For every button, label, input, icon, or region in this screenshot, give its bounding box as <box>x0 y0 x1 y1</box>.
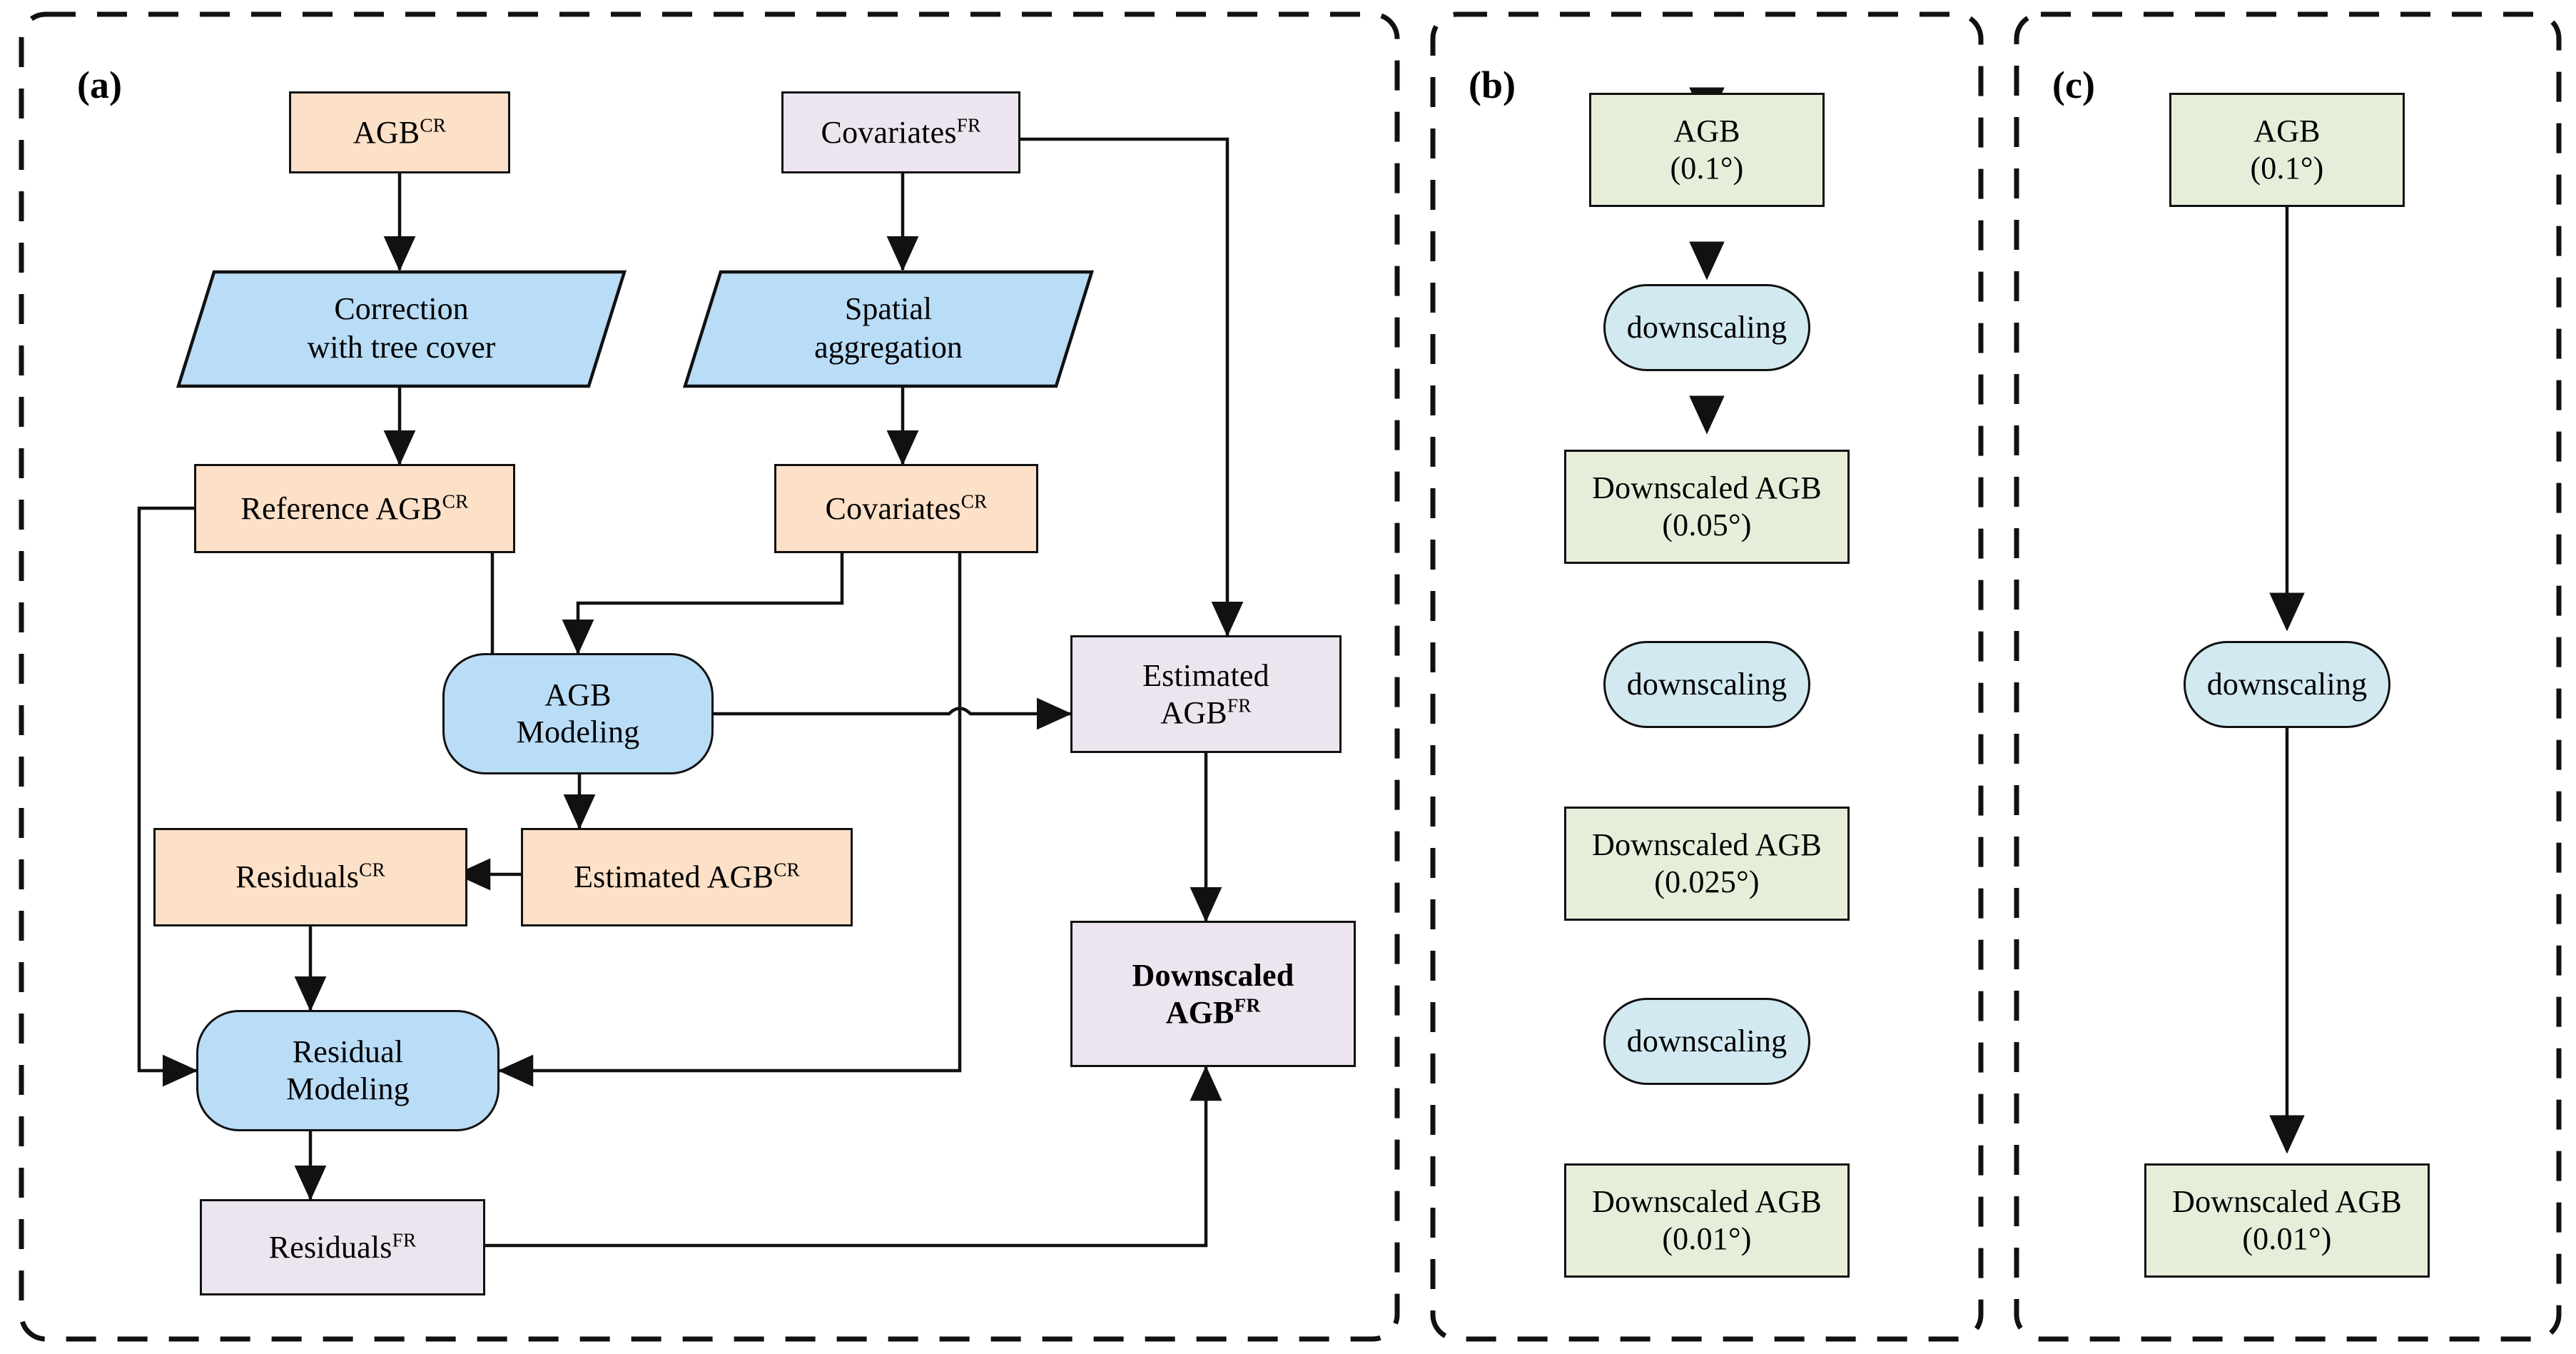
node-b-downscaling-2-label: downscaling <box>1626 667 1788 702</box>
node-b-downscaled-005-line2: (0.05°) <box>1662 507 1752 542</box>
node-residuals-fr[interactable]: ResidualsFR <box>200 1199 485 1295</box>
node-b-agb[interactable]: AGB (0.1°) <box>1589 93 1825 207</box>
node-reference-agb-cr-text: Reference AGB <box>240 490 442 526</box>
node-agb-cr-sup: CR <box>420 113 447 136</box>
node-b-downscaling-3-label: downscaling <box>1626 1024 1788 1059</box>
panel-a-label: (a) <box>77 64 122 106</box>
node-b-downscaled-0025-line2: (0.025°) <box>1654 864 1760 899</box>
node-b-downscaled-005[interactable]: Downscaled AGB (0.05°) <box>1564 450 1850 564</box>
node-b-downscaling-2[interactable]: downscaling <box>1603 641 1810 728</box>
node-c-agb[interactable]: AGB (0.1°) <box>2169 93 2405 207</box>
node-covariates-cr[interactable]: CovariatesCR <box>774 464 1038 553</box>
node-residuals-cr-text: Residuals <box>235 859 360 895</box>
node-estimated-agb-cr[interactable]: Estimated AGBCR <box>521 828 853 926</box>
node-estimated-agb-cr-sup: CR <box>774 859 800 881</box>
node-covariates-fr-sup: FR <box>956 113 981 136</box>
node-b-agb-line1: AGB <box>1673 113 1740 149</box>
node-reference-agb-cr[interactable]: Reference AGBCR <box>194 464 515 553</box>
node-covariates-cr-text: Covariates <box>825 490 961 526</box>
node-c-agb-line2: (0.1°) <box>2250 151 2324 186</box>
node-b-downscaled-0025[interactable]: Downscaled AGB (0.025°) <box>1564 807 1850 921</box>
node-b-downscaled-001-line2: (0.01°) <box>1662 1221 1752 1256</box>
panel-c-label: (c) <box>2052 64 2095 106</box>
node-b-agb-line2: (0.1°) <box>1670 151 1744 186</box>
node-c-agb-line1: AGB <box>2253 113 2321 149</box>
node-b-downscaled-001[interactable]: Downscaled AGB (0.01°) <box>1564 1163 1850 1278</box>
node-c-downscaling-label: downscaling <box>2206 667 2368 702</box>
node-b-downscaled-005-line1: Downscaled AGB <box>1592 470 1822 506</box>
node-estimated-agb-cr-text: Estimated AGB <box>574 859 774 895</box>
node-agb-cr[interactable]: AGBCR <box>289 91 510 173</box>
node-c-downscaled-001[interactable]: Downscaled AGB (0.01°) <box>2144 1163 2430 1278</box>
node-c-downscaled-001-line1: Downscaled AGB <box>2172 1184 2402 1220</box>
node-c-downscaling[interactable]: downscaling <box>2184 641 2390 728</box>
node-b-downscaled-001-line1: Downscaled AGB <box>1592 1184 1822 1220</box>
node-agb-cr-text: AGB <box>353 114 420 150</box>
node-covariates-fr-text: Covariates <box>821 114 957 150</box>
node-residuals-cr-sup: CR <box>359 859 385 881</box>
node-b-downscaled-0025-line1: Downscaled AGB <box>1592 827 1822 863</box>
node-b-downscaling-1[interactable]: downscaling <box>1603 284 1810 371</box>
node-covariates-cr-sup: CR <box>960 490 988 512</box>
panel-b-label: (b) <box>1469 64 1516 106</box>
node-b-downscaling-3[interactable]: downscaling <box>1603 998 1810 1085</box>
node-residuals-fr-text: Residuals <box>268 1229 392 1265</box>
node-residuals-cr[interactable]: ResidualsCR <box>153 828 467 926</box>
node-c-downscaled-001-line2: (0.01°) <box>2242 1221 2332 1256</box>
node-b-downscaling-1-label: downscaling <box>1626 310 1788 345</box>
node-reference-agb-cr-sup: CR <box>442 490 469 512</box>
node-covariates-fr[interactable]: CovariatesFR <box>781 91 1020 173</box>
node-residuals-fr-sup: FR <box>392 1228 417 1251</box>
